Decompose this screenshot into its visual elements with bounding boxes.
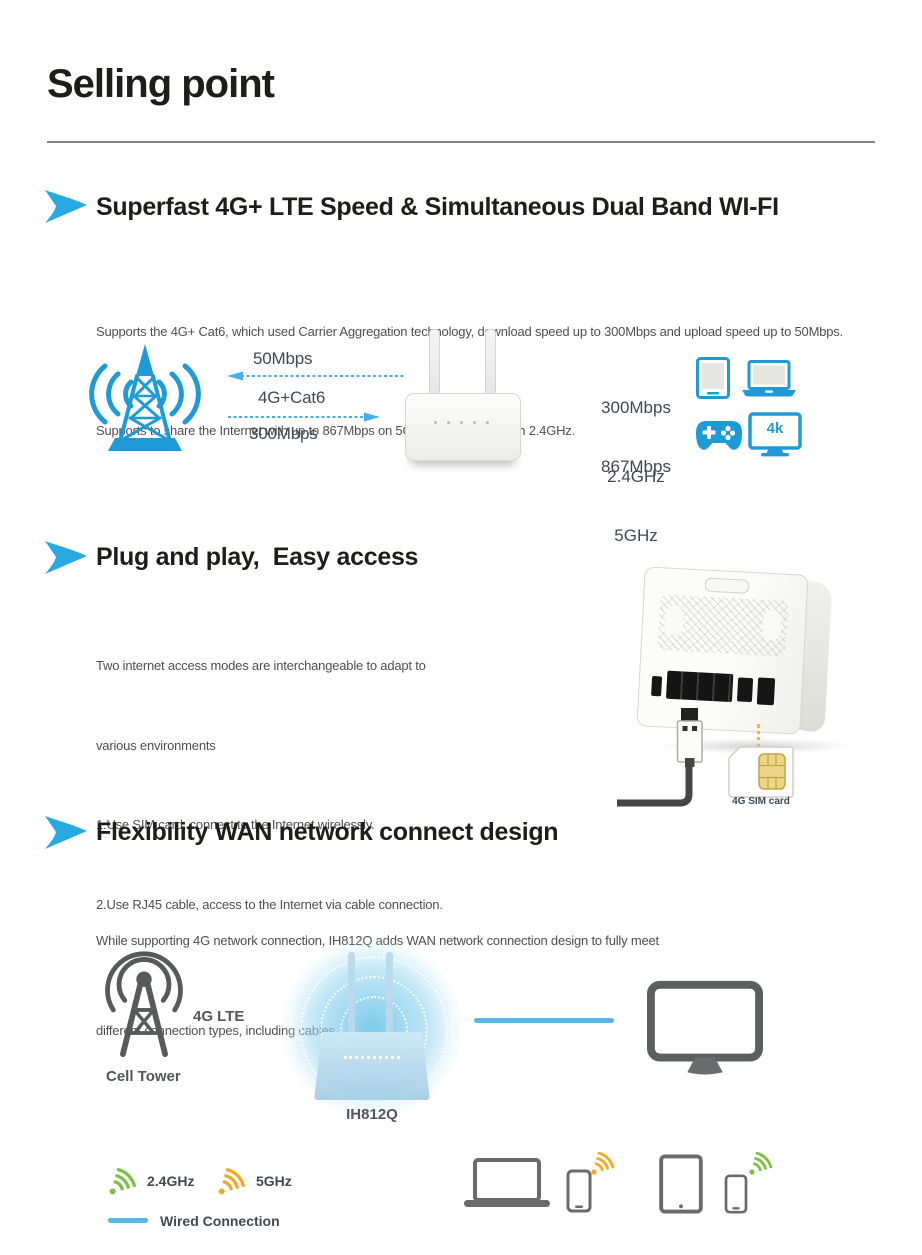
download-arrow-icon (228, 412, 380, 422)
router-antenna (348, 952, 355, 1036)
download-speed-label: 300Mbps (249, 424, 318, 443)
title-divider (47, 141, 875, 143)
router-handle-slot (704, 577, 750, 594)
technology-label: 4G+Cat6 (258, 388, 326, 407)
paragraph-line: 1.Use SIM card, connect to the Internet … (96, 817, 375, 832)
router-antenna (386, 952, 393, 1036)
paragraph-line: various environments (96, 737, 216, 753)
upload-arrow-icon (227, 371, 404, 381)
section-arrow-icon (45, 541, 87, 574)
router-shadow (655, 738, 855, 754)
section1-heading: Superfast 4G+ LTE Speed & Simultaneous D… (96, 193, 779, 221)
cell-tower-label: Cell Tower (106, 1068, 181, 1085)
router-model-label: IH812Q (346, 1106, 398, 1123)
tv-4k-icon (748, 412, 802, 457)
router-front-image (403, 329, 525, 469)
section2-heading: Plug and play, Easy access (96, 543, 419, 571)
wifi-24ghz-small-icon (749, 1151, 773, 1175)
plug-body (676, 720, 703, 763)
router-body (405, 393, 521, 461)
section1-paragraph: Supports the 4G+ Cat6, which used Carrie… (96, 249, 843, 513)
wifi-5ghz-icon (218, 1168, 245, 1195)
wifi5-band: 5GHz (614, 526, 658, 545)
tv-4k-badge: 4k (766, 420, 784, 437)
legend-5ghz-label: 5GHz (256, 1173, 292, 1189)
cell-tower-blue-icon (89, 344, 201, 451)
cell-tower-gray-icon (105, 951, 183, 1058)
wifi24-band: 2.4GHz (607, 467, 665, 486)
sim-card-label: 4G SIM card (732, 796, 790, 807)
plug-tip (681, 708, 698, 722)
page-title: Selling point (47, 62, 275, 106)
wifi5-speed: 867Mbps (601, 457, 671, 476)
paragraph-line: Supports the 4G+ Cat6, which used Carrie… (96, 324, 843, 339)
wired-connection-line (474, 1018, 614, 1023)
router-silhouette (314, 1032, 430, 1100)
laptop-gray-icon (464, 1158, 550, 1207)
wifi5-label: 867Mbps 5GHz (585, 409, 687, 593)
gamepad-icon (696, 421, 742, 450)
upload-speed-label: 50Mbps (253, 349, 313, 368)
section3-heading: Flexibility WAN network connect design (96, 818, 559, 846)
phone-icon (566, 1169, 592, 1213)
legend-24ghz-label: 2.4GHz (147, 1173, 195, 1189)
section-arrow-icon (45, 190, 87, 223)
legend-wired-line (108, 1218, 148, 1223)
paragraph-line: While supporting 4G network connection, … (96, 933, 659, 948)
monitor-icon (646, 980, 764, 1075)
tablet-gray-icon (659, 1154, 703, 1214)
sim-dotted-connector (757, 724, 760, 748)
legend-wired-label: Wired Connection (160, 1213, 280, 1229)
laptop-blue-icon (742, 360, 796, 397)
lte-label: 4G LTE (193, 1008, 245, 1025)
paragraph-line: Two internet access modes are interchang… (96, 658, 426, 673)
wifi24-label: 300Mbps 2.4GHz (585, 350, 687, 534)
router-vent (657, 594, 789, 657)
phone-icon (724, 1174, 748, 1214)
section-arrow-icon (45, 816, 87, 849)
wifi24-speed: 300Mbps (601, 398, 671, 417)
section2-paragraph: Two internet access modes are interchang… (96, 600, 443, 971)
sim-card-image (728, 746, 794, 798)
paragraph-line: 2.Use RJ45 cable, access to the Internet… (96, 896, 443, 912)
router-leds (434, 421, 496, 424)
wifi-24ghz-icon (109, 1168, 136, 1195)
ethernet-cable (617, 708, 703, 807)
tablet-icon (696, 357, 730, 399)
wifi-glow (282, 938, 462, 1118)
wifi-5ghz-small-icon (591, 1151, 615, 1175)
